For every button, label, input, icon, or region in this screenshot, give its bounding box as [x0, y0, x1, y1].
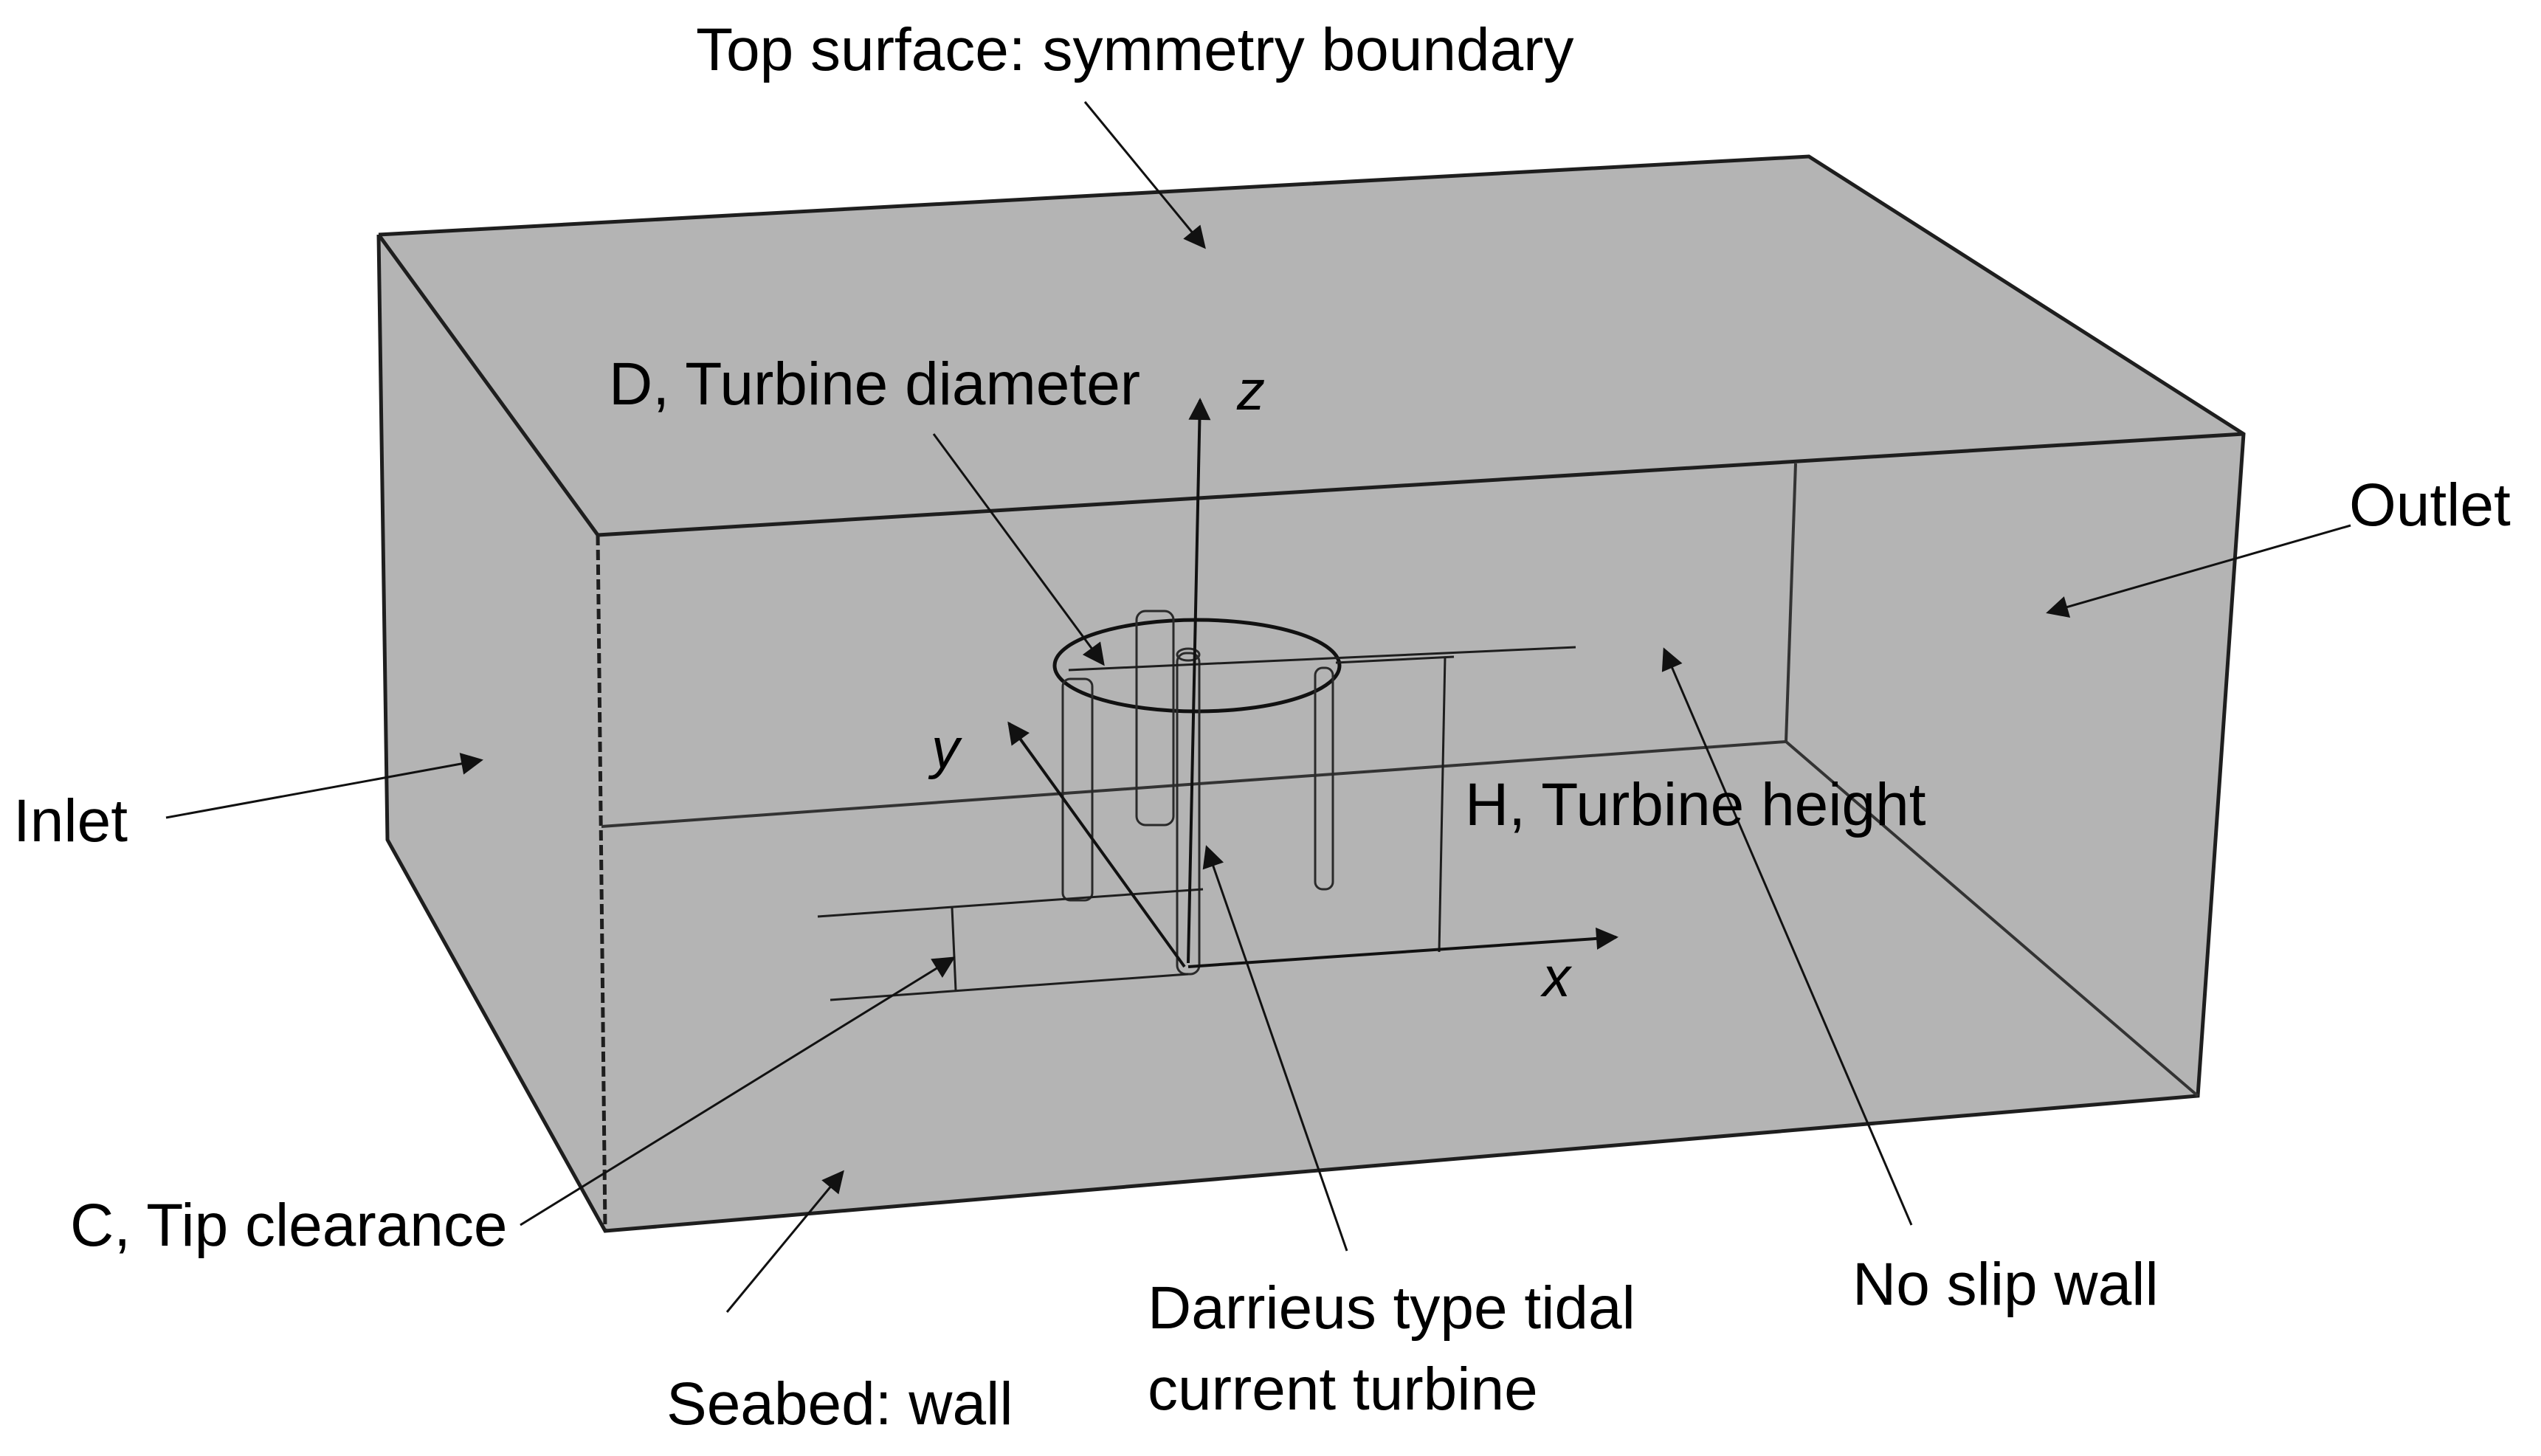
outlet-label: Outlet	[2349, 472, 2511, 539]
diameter-line	[1068, 646, 1576, 672]
height-top-line	[1335, 655, 1455, 664]
box-back-side-edge	[1785, 740, 2199, 1097]
turbine-shaft-top	[1176, 647, 1201, 662]
turbine-rotor-ellipse	[1052, 618, 1342, 714]
box-front-top-edge	[597, 432, 2244, 537]
leader-arrows	[165, 101, 2351, 1313]
outlet-arrow	[2046, 524, 2351, 618]
diameter-arrow	[932, 433, 1105, 666]
turbine-blade-left	[1061, 677, 1094, 902]
coordinate-axes	[1007, 398, 1618, 968]
top-surface-label: Top surface: symmetry boundary	[696, 16, 1573, 83]
x-axis	[1187, 927, 1618, 968]
turbine-type-label-line1: Darrieus type tidal	[1148, 1274, 1635, 1342]
box-back-vertical-edge	[1785, 463, 1797, 742]
box-front-vertical-edge	[596, 534, 607, 1232]
clearance-lower-line	[830, 973, 1189, 1001]
tip-clearance-arrow	[520, 956, 956, 1226]
tip-clearance-label: C, Tip clearance	[70, 1192, 508, 1259]
seabed-label: Seabed: wall	[666, 1370, 1013, 1438]
y-axis-label: y	[928, 717, 962, 780]
dimension-lines	[817, 646, 1576, 1001]
z-axis-label: z	[1236, 359, 1265, 422]
y-axis	[1007, 721, 1186, 968]
box-top-left-edge	[376, 233, 600, 536]
no-slip-wall-label: No slip wall	[1852, 1251, 2159, 1318]
z-axis	[1187, 398, 1211, 964]
x-axis-label: x	[1540, 946, 1573, 1009]
turbine-diameter-label: D, Turbine diameter	[609, 351, 1140, 418]
turbine-type-arrow	[1202, 845, 1348, 1252]
turbine-type-label-line2: current turbine	[1148, 1356, 1538, 1423]
top-surface-arrow	[1083, 101, 1206, 249]
turbine-blade-back	[1135, 610, 1175, 827]
inlet-arrow	[165, 753, 483, 819]
turbine-height-label: H, Turbine height	[1465, 771, 1926, 838]
seabed-arrow	[725, 1170, 844, 1313]
inlet-label: Inlet	[13, 787, 128, 855]
clearance-upper-line	[817, 888, 1204, 918]
turbine	[1052, 610, 1342, 976]
no-slip-wall-arrow	[1661, 647, 1913, 1226]
height-dimension-line	[1438, 656, 1447, 953]
box-back-bottom-edge	[601, 740, 1787, 828]
turbine-blade-right	[1314, 666, 1334, 891]
